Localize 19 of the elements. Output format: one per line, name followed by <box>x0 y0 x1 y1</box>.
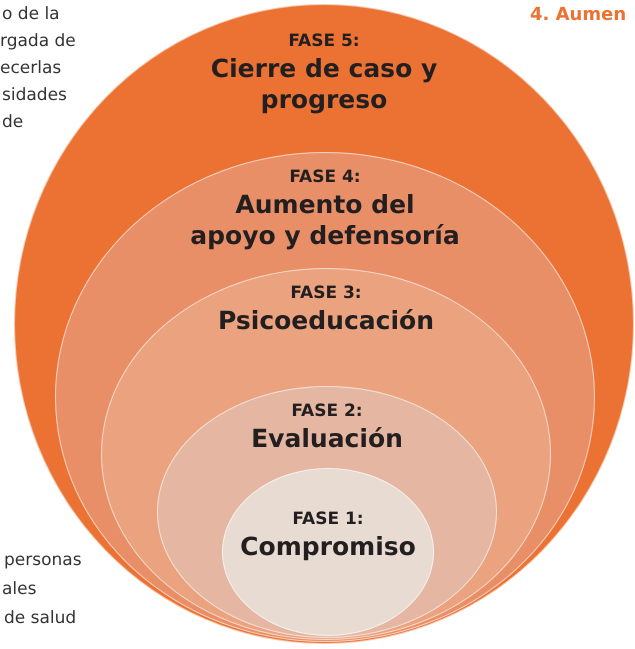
phase-number: FASE 1: <box>292 509 364 529</box>
phase-title: Psicoeducación <box>218 305 434 336</box>
phase-title: Cierre de caso y progreso <box>210 53 438 115</box>
text-fragment: ales <box>2 578 36 601</box>
phase-number: FASE 2: <box>291 401 363 421</box>
phase-title: Aumento del apoyo y defensoría <box>190 189 460 251</box>
text-fragment: personas <box>4 549 82 572</box>
phase-number: FASE 3: <box>290 283 362 303</box>
phase-title: Compromiso <box>240 531 416 562</box>
text-fragment: o de la <box>2 3 60 26</box>
phase-number: FASE 5: <box>288 31 360 51</box>
heading-fragment: 4. Aumen <box>530 3 626 27</box>
text-fragment: rgada de <box>0 30 76 53</box>
phase-title: Evaluación <box>251 423 403 454</box>
text-fragment: sidades <box>2 84 67 107</box>
text-fragment: de salud <box>4 607 76 630</box>
phase-number: FASE 4: <box>289 167 361 187</box>
text-fragment: ecerlas <box>0 57 62 80</box>
text-fragment: de <box>2 111 24 134</box>
